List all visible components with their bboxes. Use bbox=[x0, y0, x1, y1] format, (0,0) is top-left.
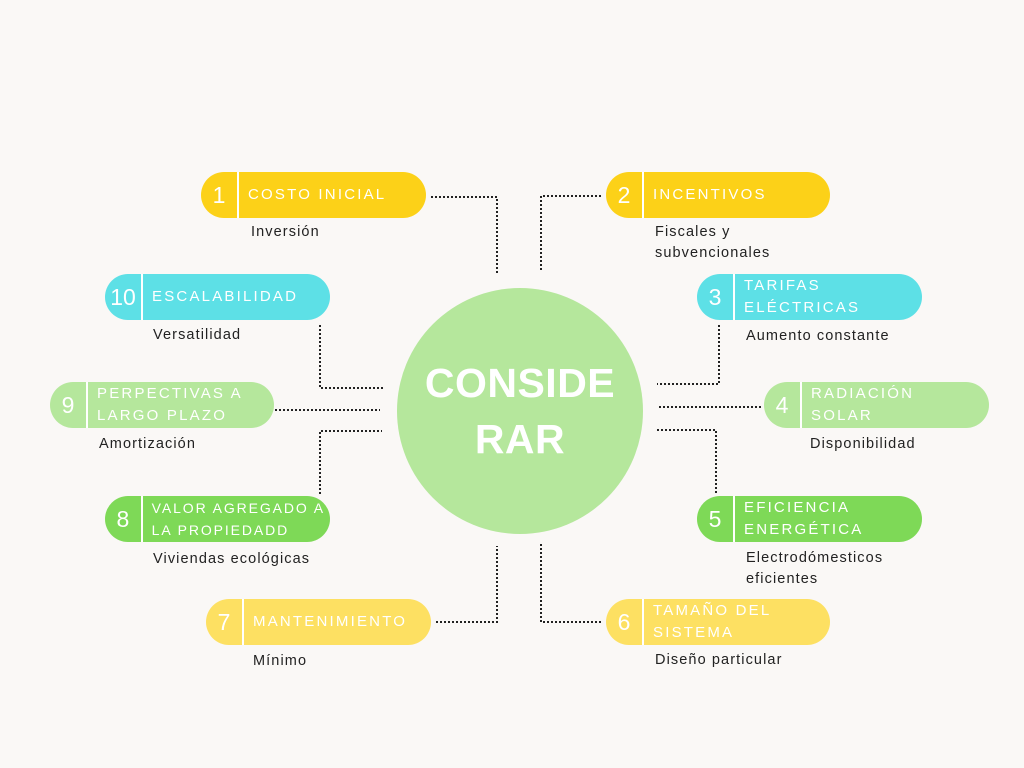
item-2-title: INCENTIVOS bbox=[653, 186, 767, 203]
connector-5 bbox=[655, 429, 717, 493]
connector-1 bbox=[431, 196, 498, 275]
item-6-description: Diseño particular bbox=[655, 652, 783, 668]
item-4-pill: 4 RADIACIÓN SOLAR bbox=[764, 382, 989, 428]
item-10-number: 10 bbox=[105, 274, 143, 320]
connector-10 bbox=[319, 325, 383, 389]
item-7-description: Mínimo bbox=[253, 653, 308, 669]
item-5-title: EFICIENCIA ENERGÉTICA bbox=[744, 499, 864, 538]
connector-7 bbox=[436, 546, 498, 623]
connector-2 bbox=[540, 195, 601, 272]
item-5-description: Electrodómesticos eficientes bbox=[746, 550, 884, 587]
item-6-pill: 6 TAMAÑO DEL SISTEMA bbox=[606, 599, 830, 645]
item-6-number: 6 bbox=[606, 599, 644, 645]
item-1-title: COSTO INICIAL bbox=[248, 186, 387, 203]
item-3-number: 3 bbox=[697, 274, 735, 320]
item-8-description: Viviendas ecológicas bbox=[153, 551, 311, 567]
item-2-description: Fiscales y subvencionales bbox=[655, 224, 771, 261]
item-8-title: VALOR AGREGADO A LA PROPIEDADD bbox=[151, 500, 325, 538]
item-2-number: 2 bbox=[606, 172, 644, 218]
item-7-number: 7 bbox=[206, 599, 244, 645]
item-10-title: ESCALABILIDAD bbox=[152, 288, 299, 305]
item-8-pill: 8 VALOR AGREGADO A LA PROPIEDADD bbox=[105, 496, 330, 542]
item-1-number: 1 bbox=[201, 172, 239, 218]
item-1-description: Inversión bbox=[251, 224, 320, 240]
connector-8 bbox=[319, 430, 382, 494]
item-9-description: Amortización bbox=[99, 436, 197, 452]
item-9-number: 9 bbox=[50, 382, 88, 428]
item-3-title: TARIFAS ELÉCTRICAS bbox=[744, 277, 861, 316]
item-9-title: PERPECTIVAS A LARGO PLAZO bbox=[97, 385, 243, 424]
item-5-pill: 5 EFICIENCIA ENERGÉTICA bbox=[697, 496, 922, 542]
center-circle: CONSIDE RAR bbox=[397, 288, 643, 534]
item-5-number: 5 bbox=[697, 496, 735, 542]
item-8-number: 8 bbox=[105, 496, 143, 542]
item-3-description: Aumento constante bbox=[746, 328, 890, 344]
connector-6 bbox=[540, 544, 601, 623]
item-3-pill: 3 TARIFAS ELÉCTRICAS bbox=[697, 274, 922, 320]
item-9-pill: 9 PERPECTIVAS A LARGO PLAZO bbox=[50, 382, 274, 428]
item-6-title: TAMAÑO DEL SISTEMA bbox=[653, 602, 771, 641]
item-2-pill: 2 INCENTIVOS bbox=[606, 172, 830, 218]
item-1-pill: 1 COSTO INICIAL bbox=[201, 172, 426, 218]
item-7-pill: 7 MANTENIMIENTO bbox=[206, 599, 431, 645]
item-10-description: Versatilidad bbox=[153, 327, 242, 343]
item-4-title: RADIACIÓN SOLAR bbox=[811, 385, 915, 424]
center-label: CONSIDE RAR bbox=[424, 360, 616, 462]
connector-3 bbox=[657, 325, 720, 385]
item-4-number: 4 bbox=[764, 382, 802, 428]
item-7-title: MANTENIMIENTO bbox=[253, 613, 408, 630]
item-4-description: Disponibilidad bbox=[810, 436, 916, 452]
item-10-pill: 10 ESCALABILIDAD bbox=[105, 274, 330, 320]
